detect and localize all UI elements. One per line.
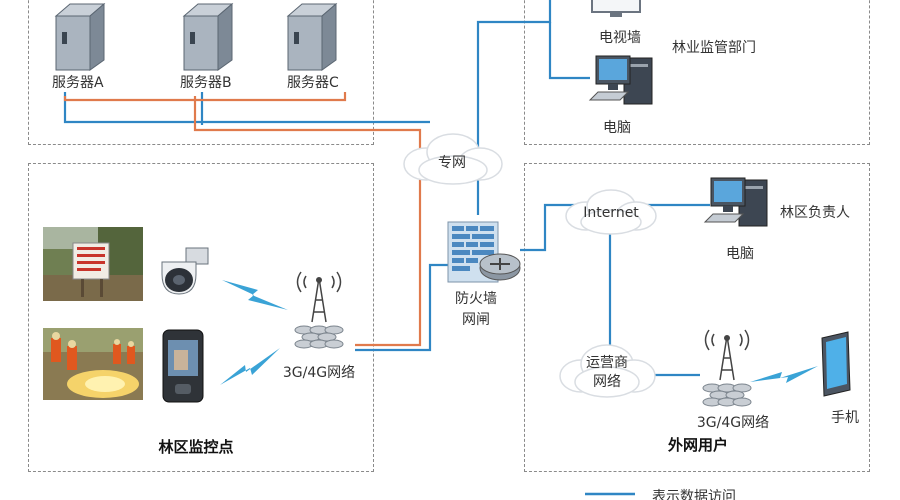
external-cell-tower-icon bbox=[702, 329, 752, 407]
wireless-signals bbox=[220, 280, 818, 385]
carrier-label-1: 运营商 bbox=[586, 355, 628, 371]
link-firewall-to-internet bbox=[520, 203, 578, 252]
external-zone bbox=[524, 163, 870, 472]
link-bus-up bbox=[476, 0, 552, 70]
tv-wall-label: 电视墙 bbox=[599, 30, 641, 46]
server-c-icon bbox=[286, 2, 338, 71]
orange-serverb-link bbox=[193, 96, 422, 347]
external-cell-label: 3G/4G网络 bbox=[696, 415, 770, 431]
dept-title: 林业监管部门 bbox=[672, 40, 756, 56]
carrier-label-2: 网络 bbox=[593, 374, 621, 390]
server-zone bbox=[28, 0, 374, 145]
firefighters-photo bbox=[43, 328, 143, 400]
orange-server-link bbox=[63, 92, 347, 102]
dome-camera-icon bbox=[161, 247, 209, 295]
firewall-label-1: 防火墙 bbox=[455, 291, 497, 307]
internet-label: Internet bbox=[583, 205, 639, 221]
phone-label: 手机 bbox=[831, 410, 859, 426]
wireless-bolt-1 bbox=[222, 280, 288, 310]
wireless-bolt-2 bbox=[220, 348, 280, 385]
tv-wall-icon bbox=[591, 0, 641, 17]
forest-sign-photo bbox=[43, 227, 143, 301]
legend-label: 表示数据访问 bbox=[652, 489, 736, 500]
wireless-bolt-3 bbox=[750, 366, 818, 383]
manager-title: 林区负责人 bbox=[780, 205, 850, 221]
private-network-label: 专网 bbox=[438, 155, 466, 171]
firewall-icon bbox=[447, 221, 521, 283]
private-network-cloud bbox=[403, 133, 503, 185]
forest-zone bbox=[28, 163, 374, 472]
manager-computer-icon bbox=[703, 177, 768, 227]
server-a-label: 服务器A bbox=[52, 75, 104, 91]
manager-computer-label: 电脑 bbox=[726, 246, 754, 262]
server-a-icon bbox=[54, 2, 106, 71]
link-cell-to-firewall bbox=[355, 263, 448, 352]
server-c-label: 服务器C bbox=[287, 75, 339, 91]
dept-zone bbox=[524, 0, 870, 145]
server-b-icon bbox=[182, 2, 234, 71]
dept-computer-label: 电脑 bbox=[603, 120, 631, 136]
carrier-network-cloud bbox=[559, 344, 656, 398]
firewall-label-2: 网闸 bbox=[462, 312, 490, 328]
handheld-terminal-icon bbox=[162, 329, 204, 403]
dept-computer-icon bbox=[588, 55, 653, 105]
mobile-phone-icon bbox=[821, 331, 851, 397]
server-b-label: 服务器B bbox=[180, 75, 232, 91]
forest-zone-title: 林区监控点 bbox=[158, 438, 234, 456]
link-to-pc bbox=[548, 22, 590, 80]
internet-cloud bbox=[565, 189, 657, 235]
link-server-to-bus bbox=[63, 92, 430, 124]
forest-cell-tower-icon bbox=[294, 271, 344, 349]
forest-cell-label: 3G/4G网络 bbox=[282, 365, 356, 381]
external-zone-title: 外网用户 bbox=[667, 436, 729, 454]
